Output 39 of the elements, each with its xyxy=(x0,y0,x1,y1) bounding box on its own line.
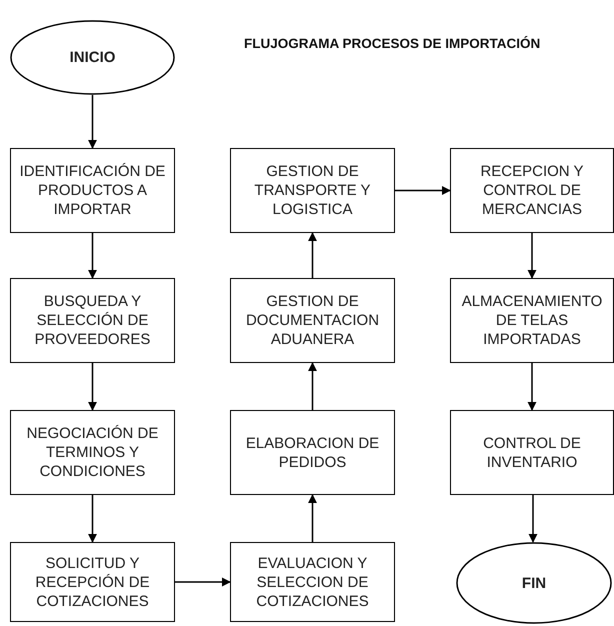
arrow xyxy=(528,363,536,411)
arrow xyxy=(88,495,97,543)
process-box xyxy=(230,148,395,233)
node-text: ELABORACION DE PEDIDOS xyxy=(244,434,380,472)
arrow xyxy=(528,495,538,543)
node-text: SOLICITUD Y RECEPCIÓN DE COTIZACIONES xyxy=(34,554,151,610)
process-box xyxy=(230,410,395,495)
node-text: NEGOCIACIÓN DE TERMINOS Y CONDICIONES xyxy=(26,424,160,481)
process-box xyxy=(450,148,614,233)
terminal-ellipse xyxy=(10,20,175,95)
process-box xyxy=(10,542,175,622)
node-text: IDENTIFICACIÓN DE PRODUCTOS A IMPORTAR xyxy=(18,162,166,219)
arrow xyxy=(88,233,97,279)
node-text: FIN xyxy=(520,574,548,592)
process-box xyxy=(230,542,395,622)
node-text: GESTION DE TRANSPORTE Y LOGISTICA xyxy=(253,162,372,219)
node-text: BUSQUEDA Y SELECCIÓN DE PROVEEDORES xyxy=(34,292,152,349)
arrow xyxy=(88,95,97,149)
process-box xyxy=(450,278,614,363)
process-box xyxy=(10,410,175,495)
node-text: GESTION DE DOCUMENTACION ADUANERA xyxy=(244,292,380,349)
arrow xyxy=(308,362,317,410)
process-box xyxy=(10,278,175,363)
arrow xyxy=(88,363,97,411)
arrow xyxy=(308,494,317,542)
process-box xyxy=(10,148,175,233)
process-box xyxy=(450,410,614,495)
node-text: INICIO xyxy=(68,48,116,67)
process-box xyxy=(230,278,395,363)
arrow xyxy=(175,578,231,586)
node-text: EVALUACION Y SELECCION DE COTIZACIONES xyxy=(255,554,370,610)
node-text: CONTROL DE INVENTARIO xyxy=(482,434,582,472)
arrow xyxy=(395,186,451,195)
node-text: ALMACENAMIENTO DE TELAS IMPORTADAS xyxy=(460,292,604,349)
arrow xyxy=(308,232,317,278)
node-text: RECEPCION Y CONTROL DE MERCANCIAS xyxy=(479,162,585,219)
diagram-title: FLUJOGRAMA PROCESOS DE IMPORTACIÓN xyxy=(244,36,540,51)
terminal-ellipse xyxy=(456,542,612,624)
arrow xyxy=(528,233,536,279)
